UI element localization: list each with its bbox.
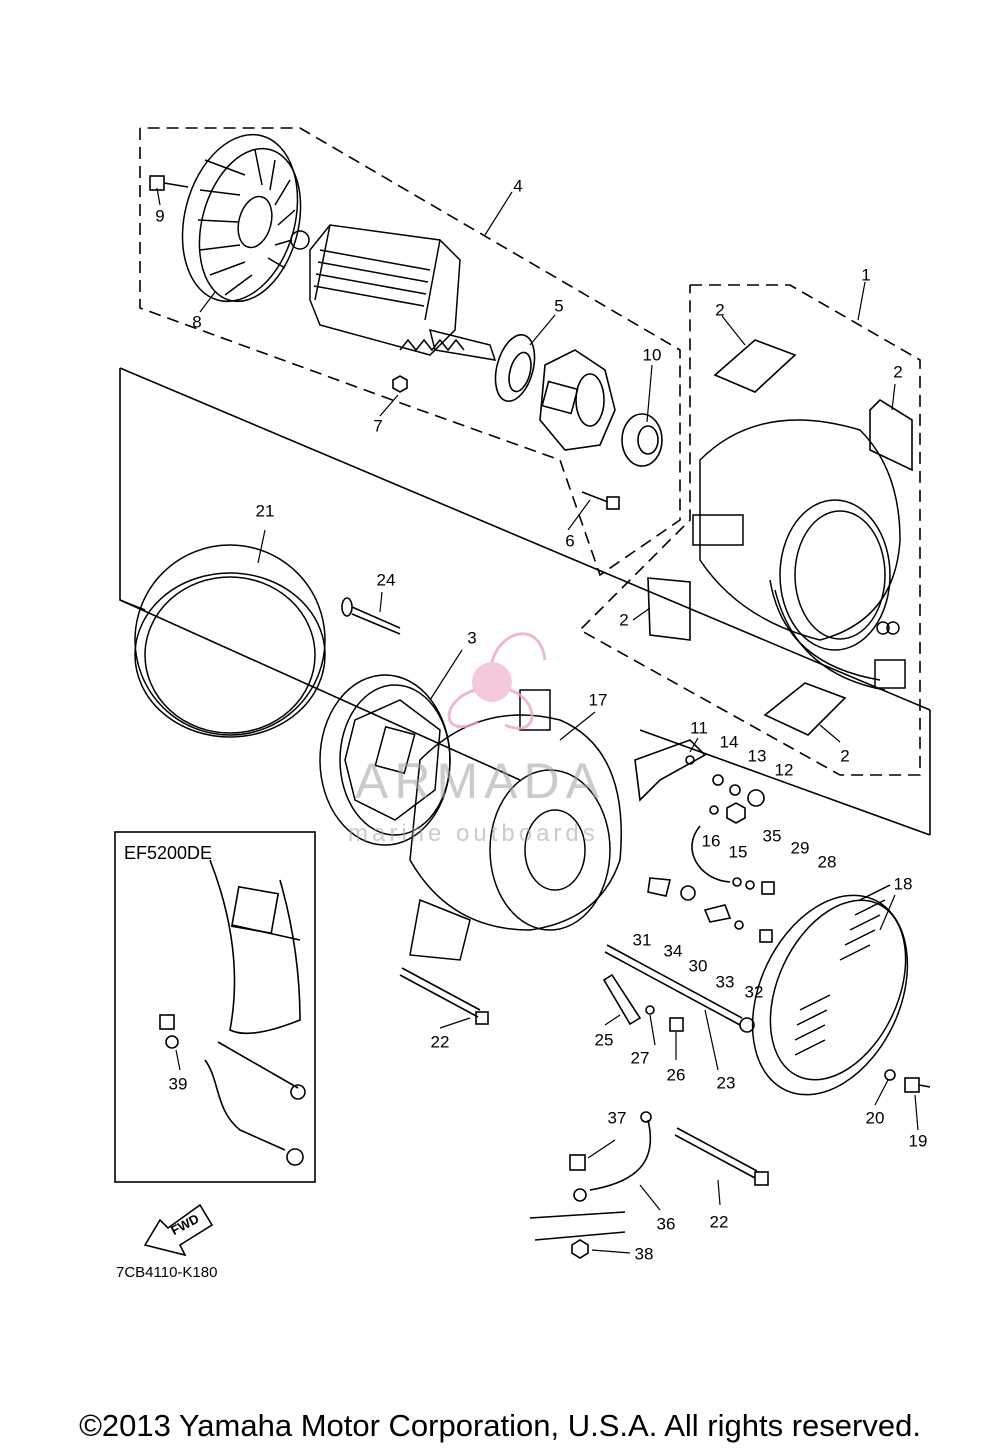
lead-39 [159, 1014, 306, 1166]
callout-22: 22 [709, 1212, 729, 1232]
drawing-code: 7CB4110-K180 [116, 1264, 218, 1281]
bearing-housing-5 [494, 334, 536, 402]
callout-26: 26 [666, 1065, 686, 1085]
clip-25 [602, 973, 642, 1026]
callout-30: 30 [688, 956, 708, 976]
washer-27 [645, 1005, 655, 1015]
callout-38: 38 [634, 1244, 654, 1264]
callout-10: 10 [642, 345, 662, 365]
end-housing-17 [409, 689, 622, 961]
fan [181, 133, 302, 303]
pads-2 [647, 339, 913, 736]
assembly-outline [119, 367, 931, 836]
washer-20 [884, 1069, 896, 1081]
watermark-brand: ARMADA [355, 753, 605, 809]
callout-4: 4 [513, 176, 523, 196]
callout-28: 28 [817, 852, 837, 872]
callout-37: 37 [607, 1108, 627, 1128]
stator [692, 419, 906, 691]
group-1-boundary [578, 284, 921, 776]
exciter [539, 349, 616, 451]
callout-24: 24 [376, 570, 396, 590]
bearing-10 [621, 413, 663, 467]
callout-32: 32 [744, 982, 764, 1002]
callout-20: 20 [865, 1108, 885, 1128]
callout-2: 2 [619, 610, 629, 630]
end-cover-18 [751, 884, 909, 1096]
callout-17: 17 [588, 690, 608, 710]
callout-2: 2 [840, 746, 850, 766]
watermark-tagline: marine outboards [348, 820, 599, 847]
callout-19: 19 [908, 1131, 928, 1151]
callout-2: 2 [715, 300, 725, 320]
bolt-22b [674, 1127, 769, 1186]
bolt-24 [341, 597, 401, 635]
callout-3: 3 [467, 628, 477, 648]
callout-6: 6 [565, 531, 575, 551]
inset-box [114, 831, 316, 1183]
callout-25: 25 [594, 1030, 614, 1050]
group-4-boundary [139, 127, 681, 577]
callout-8: 8 [192, 312, 202, 332]
nut-38 [571, 1239, 589, 1259]
callout-12: 12 [774, 760, 794, 780]
band-21 [134, 544, 326, 738]
bolt-6 [581, 491, 620, 510]
callout-29: 29 [790, 838, 810, 858]
bolt-9 [149, 175, 189, 191]
callout-33: 33 [715, 972, 735, 992]
leader-lines [156, 187, 919, 1254]
fwd-arrow-icon [143, 1203, 214, 1257]
bolt-37 [569, 1154, 586, 1171]
small-hardware [647, 774, 775, 943]
callout-23: 23 [716, 1073, 736, 1093]
callout-15: 15 [728, 842, 748, 862]
callout-9: 9 [155, 206, 165, 226]
copyright-notice: ©2013 Yamaha Motor Corporation, U.S.A. A… [79, 1408, 921, 1443]
callout-22: 22 [430, 1032, 450, 1052]
ground-lead-36 [573, 1111, 652, 1202]
callout-5: 5 [554, 296, 564, 316]
bracket-11 [634, 739, 707, 802]
callout-34: 34 [663, 941, 683, 961]
bolt-22a [399, 967, 489, 1025]
nut-7 [392, 375, 408, 393]
long-bolt-23 [604, 944, 755, 1033]
callout-11: 11 [690, 718, 708, 738]
callout-18: 18 [893, 874, 913, 894]
screw-19 [904, 1077, 931, 1093]
callout-27: 27 [630, 1048, 650, 1068]
callout-14: 14 [719, 732, 739, 752]
callout-39: 39 [168, 1074, 188, 1094]
rotor [290, 224, 497, 361]
callout-7: 7 [373, 416, 383, 436]
callout-16: 16 [701, 831, 721, 851]
callout-36: 36 [656, 1214, 676, 1234]
callout-35: 35 [762, 826, 782, 846]
callout-1: 1 [861, 265, 871, 285]
callout-21: 21 [255, 501, 275, 521]
callout-2: 2 [893, 362, 903, 382]
screw-26 [669, 1017, 684, 1032]
frame-plate [529, 1211, 626, 1241]
callout-31: 31 [632, 930, 652, 950]
callout-13: 13 [747, 746, 767, 766]
inset-title: EF5200DE [124, 843, 213, 863]
watermark-logo [447, 632, 547, 730]
